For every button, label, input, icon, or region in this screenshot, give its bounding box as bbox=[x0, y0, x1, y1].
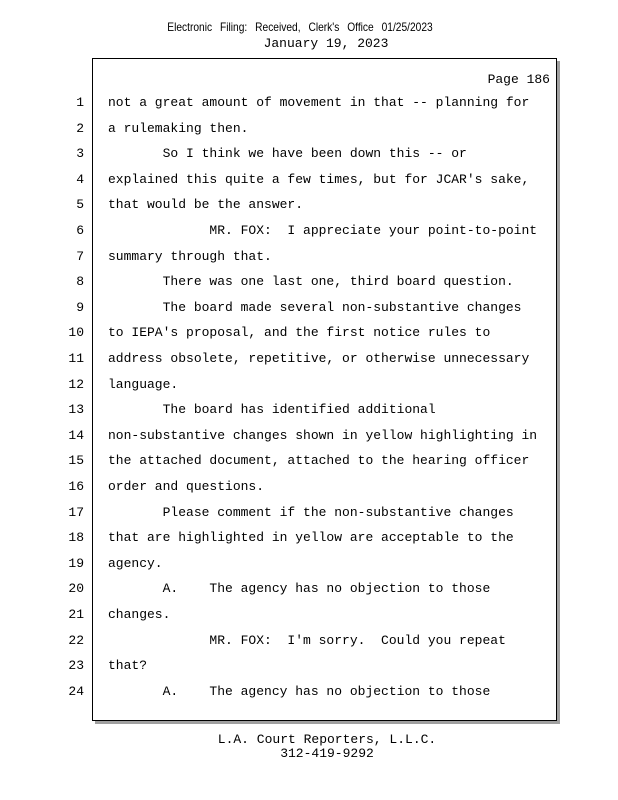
transcript-line: order and questions. bbox=[108, 479, 265, 494]
transcript-page-box: Page 186 bbox=[92, 58, 557, 721]
transcript-line: MR. FOX: I'm sorry. Could you repeat bbox=[108, 632, 506, 648]
line-number: 3 bbox=[76, 146, 84, 162]
line-number: 12 bbox=[68, 376, 84, 392]
transcript-line: address obsolete, repetitive, or otherwi… bbox=[108, 351, 530, 366]
transcript-line: MR. FOX: I appreciate your point-to-poin… bbox=[108, 223, 538, 238]
transcript-line: language. bbox=[108, 376, 179, 392]
transcript-line: The board has identified additional bbox=[108, 402, 436, 418]
transcript-line: that? bbox=[108, 658, 148, 674]
transcript-line: There was one last one, third board ques… bbox=[108, 274, 514, 290]
line-number: 24 bbox=[68, 683, 84, 699]
line-number: 14 bbox=[68, 427, 84, 443]
line-number: 2 bbox=[76, 120, 84, 136]
transcript-line: explained this quite a few times, but fo… bbox=[108, 171, 530, 187]
line-number: 1 bbox=[76, 95, 84, 110]
filing-stamp: Electronic Filing: Received, Clerk's Off… bbox=[167, 20, 433, 34]
line-number: 13 bbox=[68, 402, 84, 418]
line-number: 11 bbox=[68, 351, 84, 366]
line-number: 10 bbox=[68, 325, 84, 341]
line-number: 17 bbox=[68, 504, 84, 520]
transcript-line: changes. bbox=[108, 607, 171, 622]
line-number: 21 bbox=[68, 607, 84, 622]
transcript-line: The board made several non-substantive c… bbox=[108, 299, 522, 315]
line-number: 22 bbox=[68, 632, 84, 648]
hearing-date: January 19, 2023 bbox=[263, 36, 389, 51]
transcript-line: to IEPA's proposal, and the first notice… bbox=[108, 325, 491, 341]
line-number: 8 bbox=[76, 274, 84, 290]
transcript-line: Please comment if the non-substantive ch… bbox=[108, 504, 514, 520]
line-number: 16 bbox=[68, 479, 84, 494]
line-number: 19 bbox=[68, 555, 84, 571]
line-number: 7 bbox=[76, 248, 84, 264]
transcript-line: agency. bbox=[108, 555, 163, 571]
transcript-line: that are highlighted in yellow are accep… bbox=[108, 530, 514, 546]
page-number: Page 186 bbox=[487, 72, 550, 87]
footer-company: L.A. Court Reporters, L.L.C. bbox=[217, 732, 437, 747]
line-number: 20 bbox=[68, 581, 84, 597]
line-number: 18 bbox=[68, 530, 84, 546]
footer-phone: 312-419-9292 bbox=[280, 746, 374, 761]
transcript-line: summary through that. bbox=[108, 248, 272, 264]
line-number: 9 bbox=[76, 299, 84, 315]
line-number: 6 bbox=[76, 223, 84, 238]
line-number: 4 bbox=[76, 171, 84, 187]
line-number: 5 bbox=[76, 197, 84, 213]
line-number: 15 bbox=[68, 453, 84, 469]
transcript-line: that would be the answer. bbox=[108, 197, 304, 213]
transcript-line: the attached document, attached to the h… bbox=[108, 453, 530, 469]
transcript-line: A. The agency has no objection to those bbox=[108, 683, 491, 699]
transcript-line: not a great amount of movement in that -… bbox=[108, 95, 530, 110]
transcript-line: So I think we have been down this -- or bbox=[108, 146, 467, 162]
transcript-line: non-substantive changes shown in yellow … bbox=[108, 427, 538, 443]
line-number: 23 bbox=[68, 658, 84, 674]
transcript-line: a rulemaking then. bbox=[108, 120, 249, 136]
footer: L.A. Court Reporters, L.L.C. 312-419-929… bbox=[0, 733, 618, 761]
transcript-line: A. The agency has no objection to those bbox=[108, 581, 491, 597]
